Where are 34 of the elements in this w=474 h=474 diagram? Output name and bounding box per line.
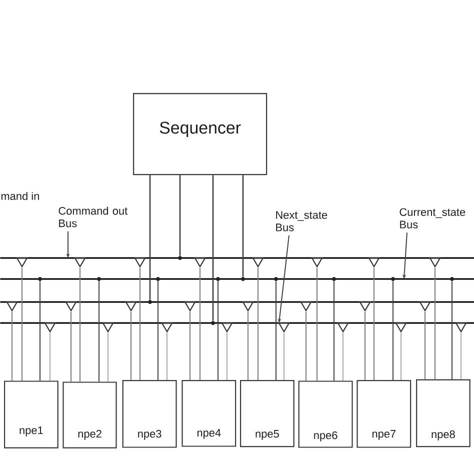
text-label: mand in [1,192,39,200]
tap-line [98,280,100,382]
connector-line [166,332,168,380]
connector-line [70,311,72,382]
bus-line [0,301,474,303]
connector-line [400,332,402,380]
bus-line [0,257,474,259]
tap-line [392,280,394,380]
connector-line [130,311,132,380]
npe-box: npe8 [416,379,470,448]
sequencer-box: Sequencer [133,93,268,176]
connector-line [212,175,214,321]
connector-line [316,267,318,382]
npe-box: npe7 [356,380,412,448]
connector-line [149,175,151,300]
connector-line [342,332,344,382]
bus-label: Next_state Bus [276,211,328,232]
npe-box: npe5 [240,380,294,448]
npe-box: npe2 [62,382,117,448]
connector-line [364,311,366,380]
connector-line [460,332,462,380]
connector-line [226,332,228,380]
npe-box: npe3 [122,380,177,448]
npe-box: npe1 [4,380,58,448]
bus-line [0,322,474,324]
bus-line [0,278,474,280]
npe-box: npe4 [182,380,236,447]
bus-label: Current_state Bus [400,208,466,228]
connector-line [434,267,436,380]
npe-box: npe6 [298,380,353,448]
connector-line [424,311,426,380]
connector-line [179,175,181,256]
connector-line [242,175,244,277]
bus-label: Command out Bus [58,206,128,228]
